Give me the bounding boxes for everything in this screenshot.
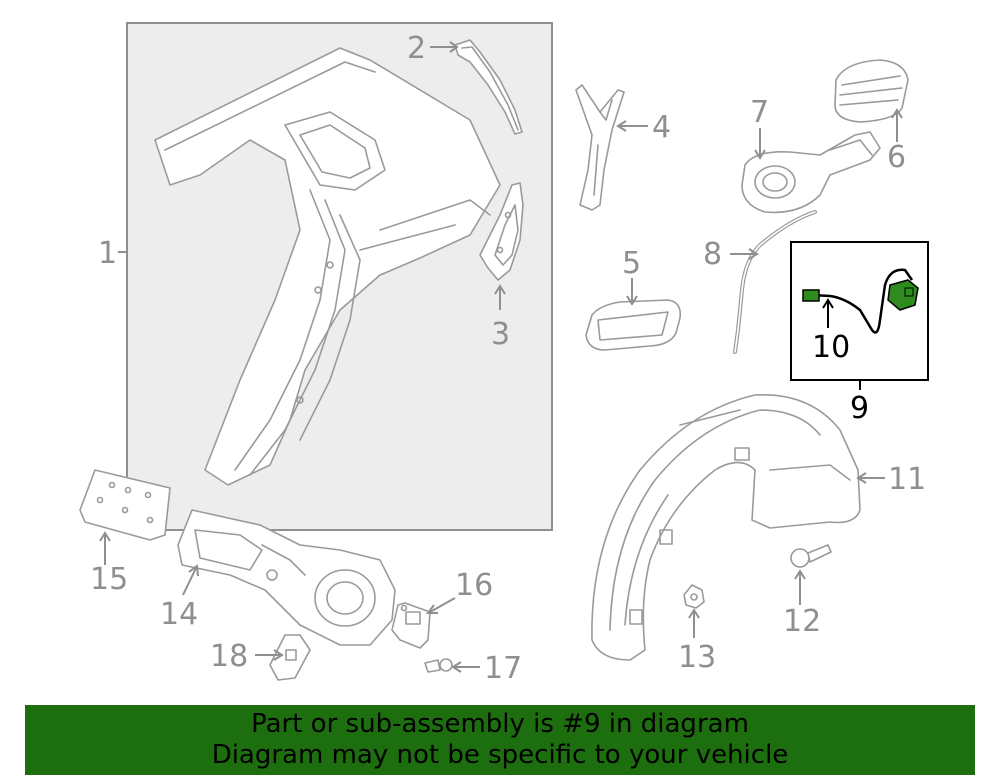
part-17-screw [424, 658, 453, 673]
callout-3: 3 [491, 317, 510, 352]
part-16-actuator [391, 602, 431, 649]
part-11-wheel-liner [591, 394, 861, 661]
callout-14: 14 [160, 597, 198, 632]
callout-1: 1 [98, 236, 117, 271]
part-6-fuel-door [834, 59, 909, 123]
callout-2: 2 [407, 31, 426, 66]
callout-17: 17 [484, 651, 522, 686]
callout-13: 13 [678, 640, 716, 675]
part-7-filler-housing [741, 131, 881, 214]
callout-7: 7 [750, 95, 769, 130]
part-18-bracket [269, 634, 311, 681]
part-12-screw [790, 544, 832, 568]
callout-labels: 1 2 3 4 5 6 7 8 9 10 11 12 13 14 15 16 1… [90, 31, 926, 686]
callout-5: 5 [622, 246, 641, 281]
part-15-plate [79, 469, 171, 541]
callout-9: 9 [850, 391, 869, 426]
part-4-strip [575, 84, 625, 211]
part-14-filler-housing [177, 509, 396, 646]
part-9-assembly-box [790, 241, 929, 381]
banner-line-1: Part or sub-assembly is #9 in diagram [251, 709, 749, 739]
callout-11: 11 [888, 462, 926, 497]
callout-16: 16 [455, 568, 493, 603]
part-2-bracket [454, 39, 523, 135]
part-5-handle [585, 299, 682, 351]
callout-15: 15 [90, 562, 128, 597]
notice-banner: Part or sub-assembly is #9 in diagram Di… [25, 705, 975, 775]
part-3-housing [479, 182, 524, 281]
part-8-tube [733, 210, 817, 354]
callout-12: 12 [783, 604, 821, 639]
part-13-clip [683, 584, 705, 609]
callout-6: 6 [887, 140, 906, 175]
callout-18: 18 [210, 639, 248, 674]
callout-4: 4 [652, 110, 671, 145]
callout-8: 8 [703, 237, 722, 272]
quarter-panel-group [126, 22, 553, 531]
leader-lines [99, 41, 903, 673]
parts-diagram: 1 2 3 4 5 6 7 8 9 10 11 12 13 14 15 16 1… [79, 22, 929, 686]
banner-line-2: Diagram may not be specific to your vehi… [211, 740, 789, 770]
callout-10: 10 [812, 330, 850, 365]
